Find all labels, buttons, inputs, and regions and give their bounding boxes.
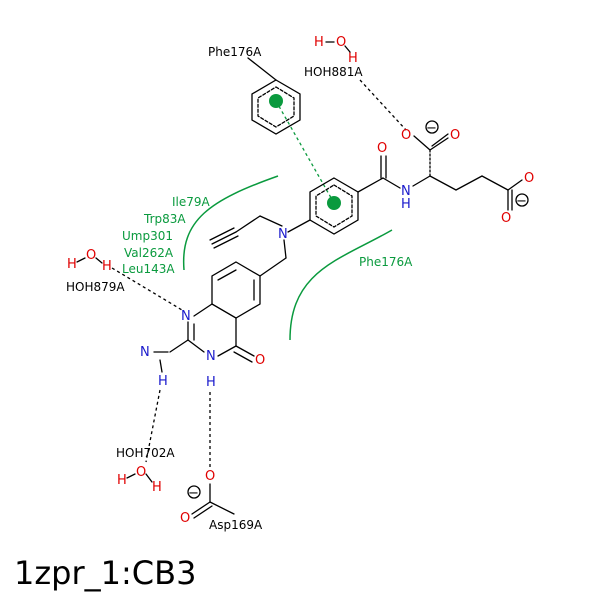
atom-o: O — [450, 128, 460, 143]
atom-o: O — [255, 353, 265, 368]
atom-h: H — [158, 374, 168, 389]
atom-o: O — [401, 128, 411, 143]
charge-minus: − — [188, 486, 199, 501]
pi-stacking-line — [275, 100, 335, 204]
hoh702-label: HOH702A — [116, 446, 175, 460]
atom-h: H — [102, 259, 112, 274]
phe176-top-label: Phe176A — [208, 45, 262, 59]
atom-n: N — [140, 345, 150, 360]
atom-h: H — [401, 197, 411, 212]
quinazolinone: O N H N N H — [140, 257, 287, 390]
hydrophobic-arc-left — [182, 175, 279, 271]
hydrophobic-arc-right — [289, 229, 393, 341]
atom-o: O — [377, 141, 387, 156]
hbond-hoh881 — [359, 79, 407, 131]
hbond-hoh702 — [145, 389, 161, 463]
atom-o: O — [136, 465, 146, 480]
atom-h: H — [67, 257, 77, 272]
atom-n: N — [181, 309, 191, 324]
atom-h: H — [206, 375, 216, 390]
atom-n: N — [206, 349, 216, 364]
phe176-top-residue: Phe176A — [208, 45, 301, 135]
glutamate-chain: O N H O O − O O − — [357, 120, 534, 226]
atom-n: N — [401, 184, 411, 199]
hoh879-label: HOH879A — [66, 280, 125, 294]
hbond-hoh879 — [111, 267, 183, 311]
phe176-right-label: Phe176A — [359, 255, 413, 269]
water-hoh702: HOH702A H O H — [116, 446, 175, 495]
atom-o: O — [336, 35, 346, 50]
charge-minus: − — [516, 194, 527, 209]
water-hoh881: H O H HOH881A — [304, 35, 363, 79]
val262-label: Val262A — [124, 246, 174, 260]
atom-h: H — [152, 480, 162, 495]
asp169-label: Asp169A — [209, 518, 263, 532]
atom-h: H — [117, 473, 127, 488]
atom-n: N — [278, 227, 288, 242]
trp83-label: Trp83A — [143, 212, 186, 226]
benzamide-ring-centroid — [327, 196, 341, 210]
atom-h: H — [314, 35, 324, 50]
atom-o: O — [86, 248, 96, 263]
charge-minus: − — [426, 121, 437, 136]
leu143-label: Leu143A — [122, 262, 175, 276]
ump301-label: Ump301 — [122, 229, 173, 243]
propargyl-amine: N — [209, 215, 311, 259]
ile79-label: Ile79A — [172, 195, 211, 209]
atom-o: O — [524, 171, 534, 186]
atom-o: O — [205, 469, 215, 484]
hoh881-label: HOH881A — [304, 65, 363, 79]
benzamide-ring — [309, 177, 359, 235]
atom-o: O — [180, 511, 190, 526]
atom-h: H — [348, 51, 358, 66]
atom-o: O — [501, 211, 511, 226]
water-hoh879: H O H HOH879A — [66, 248, 125, 294]
diagram-title: 1zpr_1:CB3 — [14, 554, 196, 592]
asp169-residue: O O − Asp169A — [180, 469, 263, 532]
